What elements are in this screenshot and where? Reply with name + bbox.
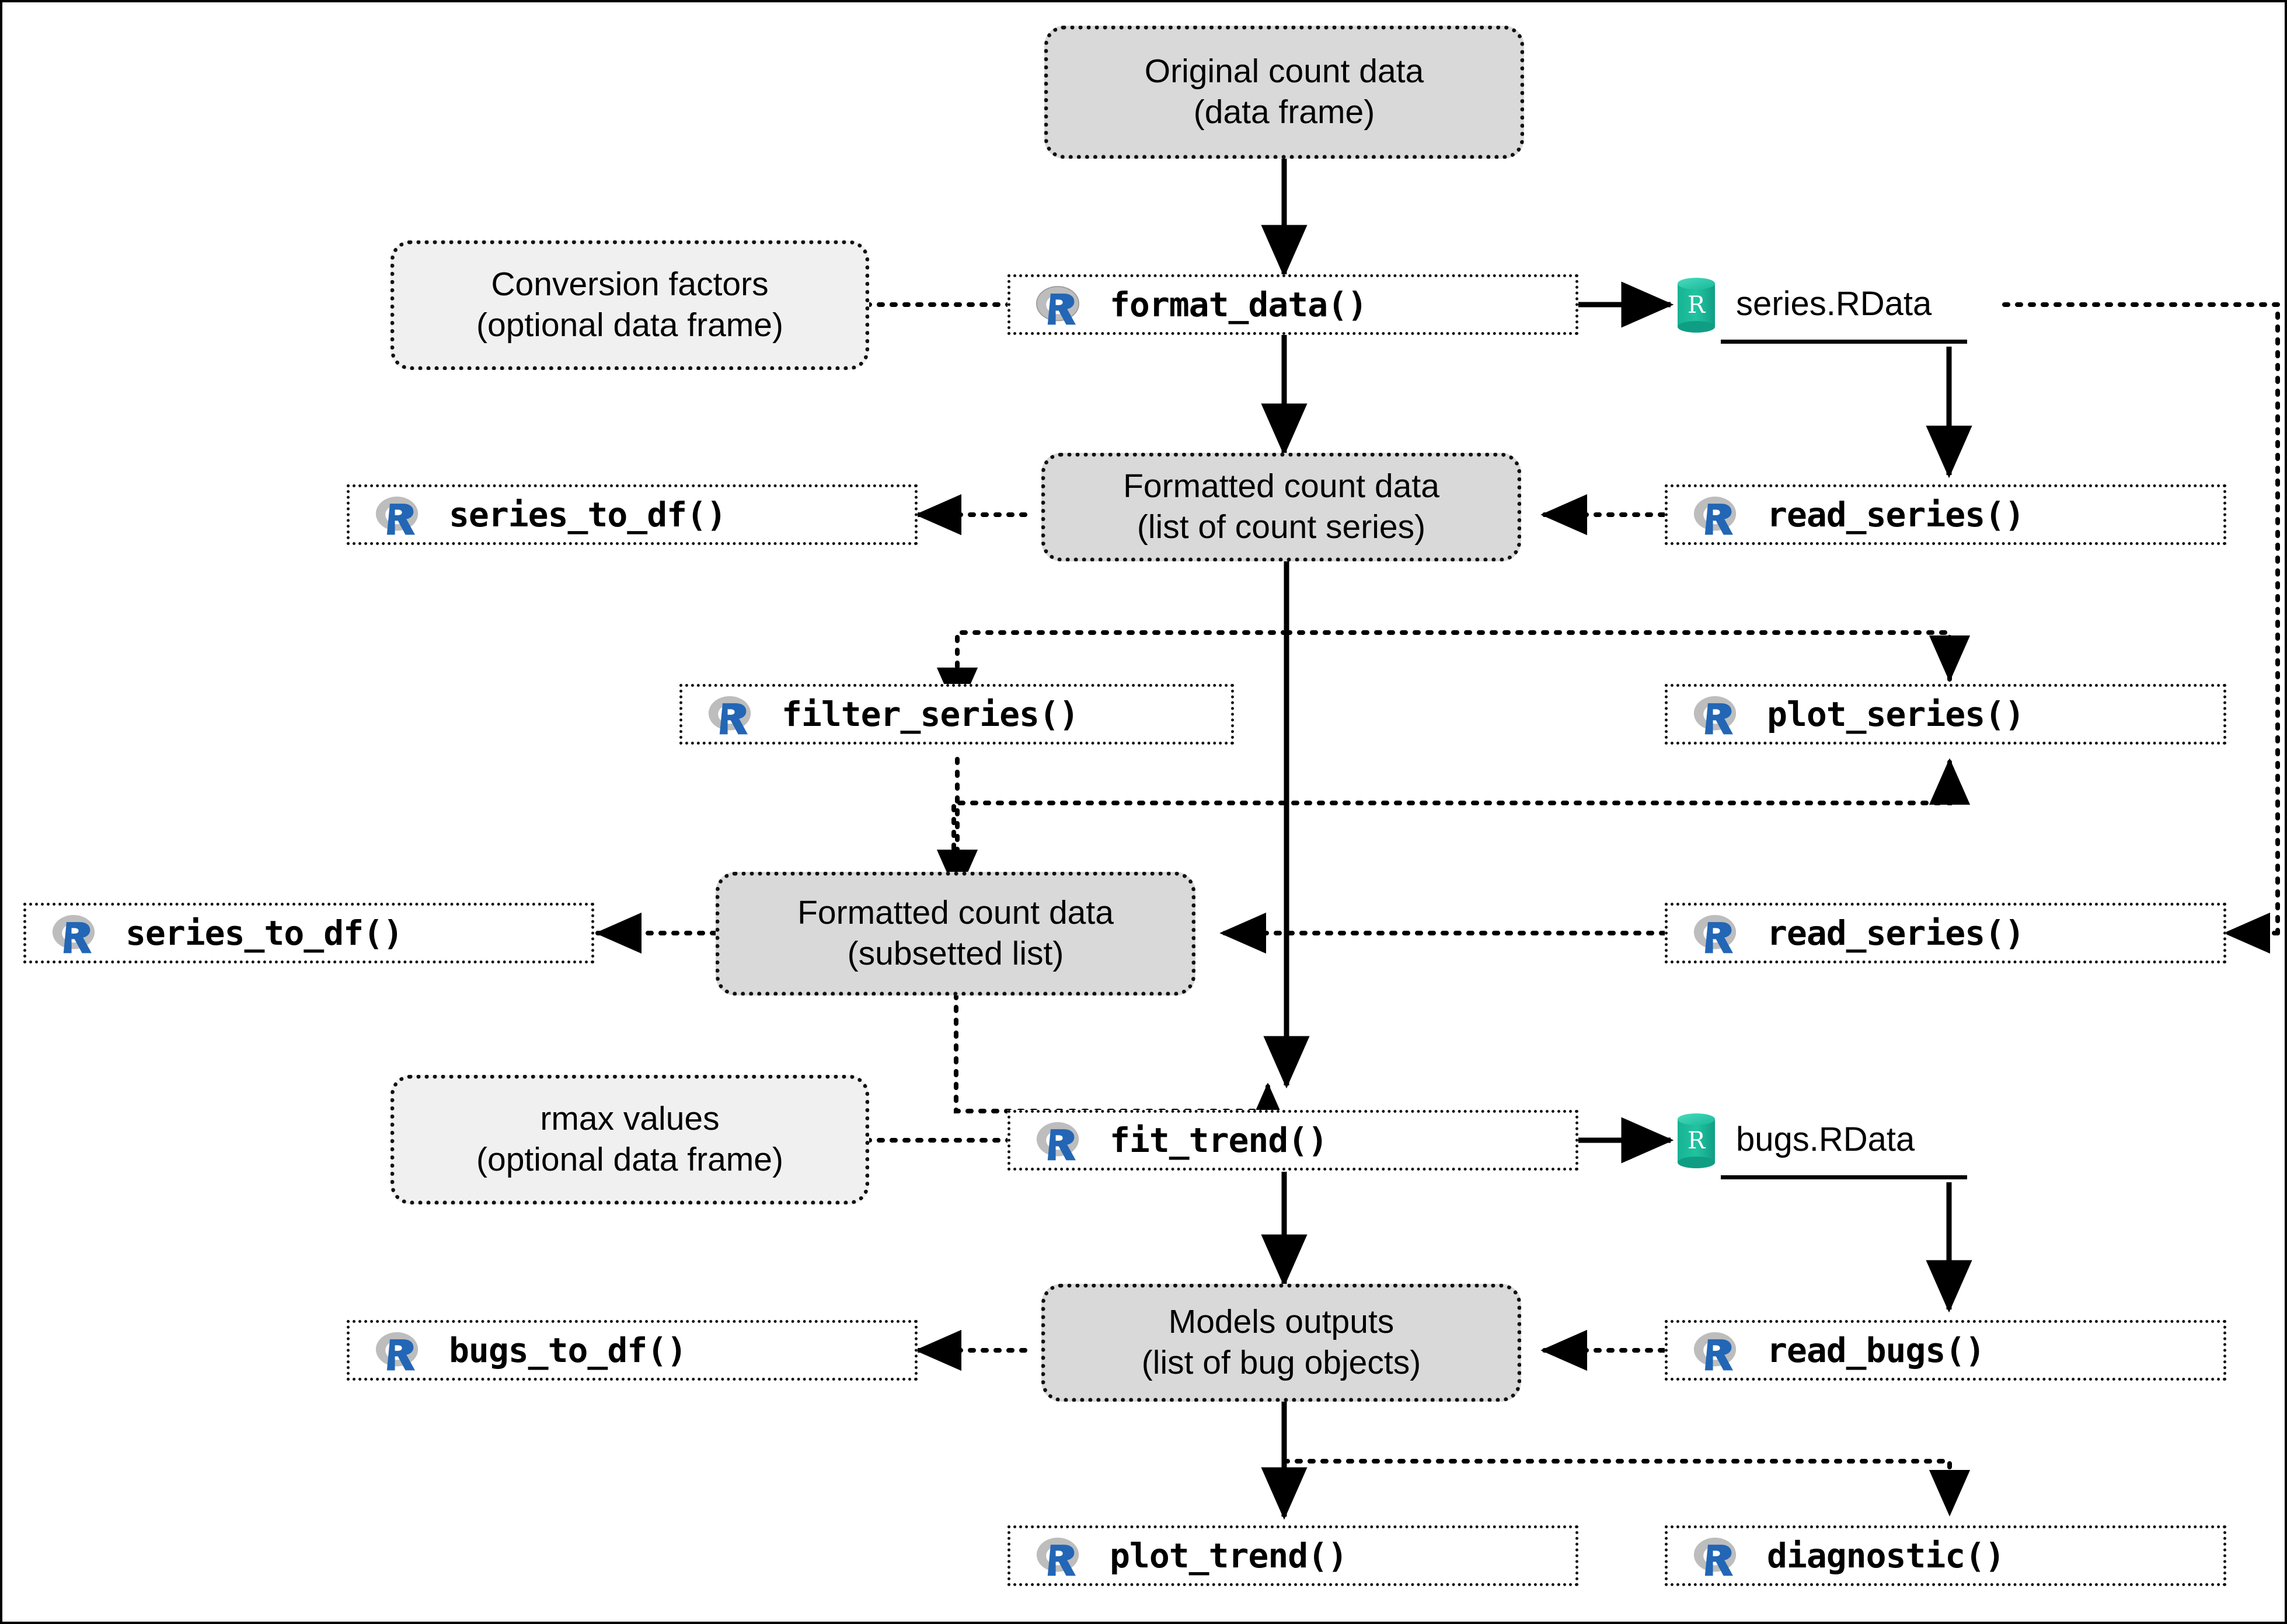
r-logo-icon [375,1332,419,1371]
node-label-line2: (optional data frame) [476,306,783,344]
node-read-bugs[interactable]: read_bugs() [1665,1320,2226,1381]
r-logo-icon [52,915,95,954]
node-bugs-rdata: R bugs.RData [1672,1110,2080,1171]
node-series-to-df-top[interactable]: series_to_df() [347,484,918,545]
svg-text:R: R [1688,292,1706,319]
node-label: read_series() [1767,495,2025,535]
node-fit-trend[interactable]: fit_trend() [1007,1110,1578,1171]
edge-seriesrdata-right-rail [2002,302,2280,935]
node-format-data[interactable]: format_data() [1007,274,1578,335]
node-label-line1: Original count data [1144,53,1424,90]
r-logo-icon [375,497,419,535]
node-label-line1: Formatted count data [797,894,1114,932]
node-label-line2: (data frame) [1193,93,1375,131]
node-plot-trend[interactable]: plot_trend() [1007,1525,1578,1586]
node-label: diagnostic() [1767,1536,2005,1576]
series-rdata-underline [1721,340,1967,344]
node-label-line2: (list of count series) [1136,508,1426,546]
r-logo-icon [1693,497,1737,535]
node-label: bugs_to_df() [449,1330,687,1370]
edge-formatted-to-plotseries [1284,630,1971,682]
node-rmax-values: rmax values (optional data frame) [391,1075,869,1204]
node-read-series-subset[interactable]: read_series() [1665,903,2226,963]
node-label: read_bugs() [1767,1330,1985,1370]
node-label-line2: (optional data frame) [476,1141,783,1178]
node-original-count-data: Original count data (data frame) [1044,26,1524,159]
r-logo-icon [1693,1538,1737,1576]
node-label: plot_trend() [1110,1536,1348,1576]
edge-subset-to-plotseries [951,758,1971,979]
node-label: series.RData [1736,284,1932,323]
node-label-line1: Conversion factors [491,266,769,303]
r-logo-icon [1693,915,1737,954]
node-label: plot_series() [1767,694,2025,734]
node-label: series_to_df() [125,913,403,953]
rdata-cylinder-icon: R [1678,1113,1715,1168]
edge-models-to-diagnostic [1282,1459,1971,1517]
r-logo-icon [1036,1122,1079,1161]
r-logo-icon [1036,286,1079,325]
svg-text:R: R [1688,1127,1706,1154]
r-logo-icon [1036,1538,1079,1576]
node-label: format_data() [1110,285,1368,324]
node-diagnostic[interactable]: diagnostic() [1665,1525,2226,1586]
node-label-line1: Models outputs [1168,1303,1394,1341]
edge-spacer4 [956,994,1267,1112]
r-logo-icon [1693,1332,1737,1371]
node-label: fit_trend() [1110,1120,1328,1160]
node-conversion-factors: Conversion factors (optional data frame) [391,240,869,370]
edge-spacer3 [956,998,1267,1109]
node-plot-series[interactable]: plot_series() [1665,684,2226,745]
node-bugs-to-df[interactable]: bugs_to_df() [347,1320,918,1381]
node-formatted-count-data: Formatted count data (list of count seri… [1041,453,1521,561]
node-label: read_series() [1767,913,2025,953]
node-read-series-top[interactable]: read_series() [1665,484,2226,545]
node-series-rdata: R series.RData [1672,274,2080,335]
node-label-line2: (subsetted list) [847,935,1064,972]
node-filter-series[interactable]: filter_series() [679,684,1234,745]
node-label-line1: rmax values [540,1100,720,1138]
r-logo-icon [708,696,751,735]
node-label: filter_series() [782,694,1079,734]
node-models-outputs: Models outputs (list of bug objects) [1041,1284,1521,1402]
node-label-line2: (list of bug objects) [1141,1344,1421,1381]
r-logo-icon [1693,696,1737,735]
node-label: bugs.RData [1736,1120,1915,1158]
node-formatted-count-data-subset: Formatted count data (subsetted list) [716,872,1195,996]
node-label: series_to_df() [449,495,727,535]
node-label-line1: Formatted count data [1123,467,1439,505]
node-series-to-df-subset[interactable]: series_to_df() [23,903,594,963]
bugs-rdata-underline [1721,1175,1967,1179]
rdata-cylinder-icon: R [1678,278,1715,333]
edge-subset-to-fittrend [954,992,1289,1130]
